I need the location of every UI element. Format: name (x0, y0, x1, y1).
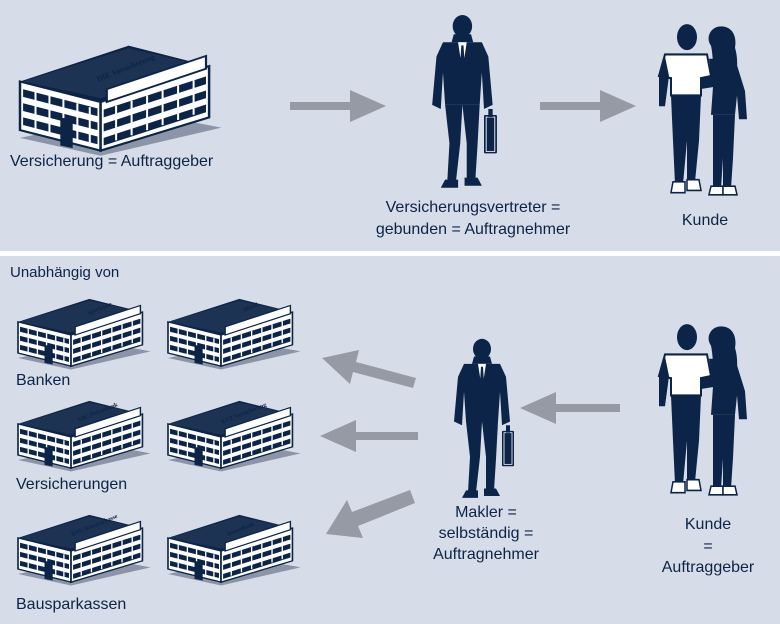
bank-building-2 (167, 298, 302, 371)
customer-couple-bottom (657, 323, 749, 496)
insurers-label: Versicherungen (16, 476, 128, 493)
customer-label-top: Kunde (681, 212, 729, 229)
arrow-from-customer (520, 392, 620, 424)
customer-couple-top (657, 23, 749, 196)
building-sign-2: Mittel (243, 302, 260, 314)
agent-label-line1: Versicherungsvertreter = (385, 199, 561, 216)
customer-label-line1: Kunde (684, 516, 732, 533)
banks-label: Banken (16, 372, 71, 389)
broker-label-line2: selbständig = (438, 525, 534, 542)
broker-figure (453, 338, 515, 499)
bank-building-1 (17, 298, 152, 371)
agent-label-line2: gebunden = Auftragnehmer (375, 221, 571, 238)
building-societies-label: Bausparkassen (16, 596, 127, 613)
arrow-to-insurers (320, 420, 418, 452)
agent-figure (431, 14, 498, 189)
arrow-right-2 (540, 90, 636, 122)
customer-label-line2: = (703, 538, 713, 555)
arrow-to-building-societies (326, 490, 415, 538)
broker-label-line1: Makler = (455, 504, 517, 521)
arrow-to-banks (322, 350, 416, 388)
insurer-building-2 (167, 400, 302, 473)
broker-label-line3: Auftragnehmer (433, 546, 539, 563)
insurer-building (18, 44, 223, 157)
insurer-label: Versicherung = Auftraggeber (10, 153, 214, 170)
building-society-2 (167, 514, 302, 587)
panel-divider (0, 251, 780, 256)
insurer-building-1 (17, 400, 152, 473)
independent-heading: Unabhängig von (10, 264, 120, 281)
arrow-right-1 (290, 90, 386, 122)
customer-label-line3: Auftraggeber (661, 559, 755, 576)
building-society-1 (17, 514, 152, 587)
